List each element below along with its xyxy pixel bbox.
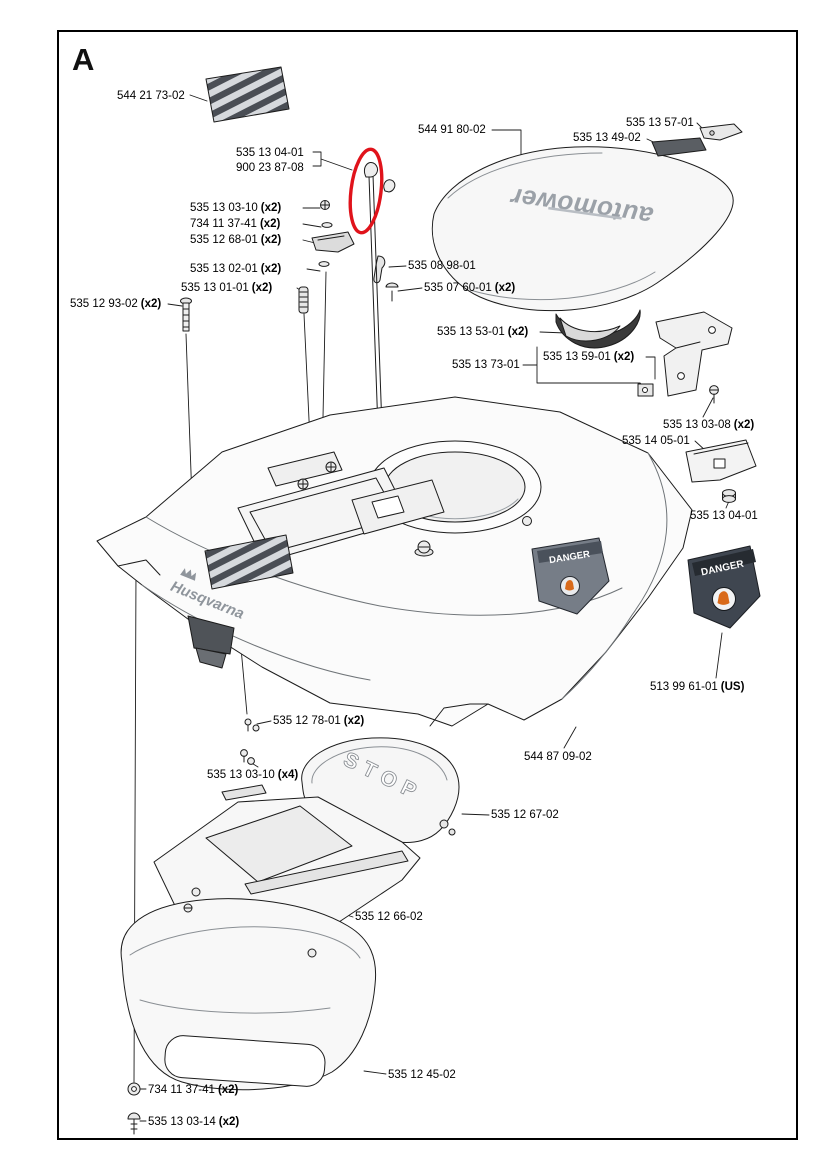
bottom-fasteners bbox=[127, 1082, 141, 1135]
part-label: 535 14 05-01 bbox=[622, 435, 690, 447]
highlight-callout-ellipse bbox=[348, 147, 384, 235]
part-label: 535 13 01-01(x2) bbox=[181, 282, 273, 294]
part-label: 535 12 45-02 bbox=[388, 1069, 456, 1081]
part-label: 535 13 04-01 bbox=[690, 510, 758, 522]
hand-icon bbox=[717, 591, 730, 605]
part-label: 535 12 67-02 bbox=[491, 809, 559, 821]
part-label: 535 13 73-01 bbox=[452, 359, 520, 371]
danger-decal-body: DANGER bbox=[531, 537, 610, 615]
part-label: 513 99 61-01(US) bbox=[650, 681, 745, 693]
striped-sticker-on-body bbox=[204, 534, 294, 590]
section-letter: A bbox=[72, 42, 95, 77]
latch-lever bbox=[699, 123, 743, 141]
part-label: 544 91 80-02 bbox=[418, 124, 486, 136]
part-label: 535 13 59-01(x2) bbox=[543, 351, 635, 363]
part-label: 535 13 03-08(x2) bbox=[663, 419, 755, 431]
part-label: 535 13 49-02 bbox=[573, 132, 641, 144]
part-label: 535 12 78-01(x2) bbox=[273, 715, 365, 727]
part-label: 734 11 37-41(x2) bbox=[148, 1084, 239, 1096]
hood-small-print bbox=[548, 206, 622, 220]
support-strut bbox=[244, 850, 409, 895]
side-bracket bbox=[187, 615, 235, 655]
part-label: 900 23 87-08 bbox=[236, 162, 304, 174]
danger-decal-us: DANGER bbox=[687, 545, 761, 629]
part-label: 535 12 93-02(x2) bbox=[70, 298, 162, 310]
part-label: 535 12 66-02 bbox=[355, 911, 423, 923]
part-label: 734 11 37-41(x2) bbox=[190, 218, 281, 230]
part-label: 535 13 03-10(x4) bbox=[207, 769, 299, 781]
crown-icon bbox=[180, 568, 197, 581]
part-label: 535 13 03-10(x2) bbox=[190, 202, 282, 214]
part-label: 535 13 57-01 bbox=[626, 117, 694, 129]
hinge-strip bbox=[651, 137, 707, 157]
part-label: 544 21 73-02 bbox=[117, 90, 185, 102]
part-label: 535 13 04-01 bbox=[236, 147, 304, 159]
top-cover-hood: automower bbox=[431, 123, 743, 349]
part-label: 535 07 60-01(x2) bbox=[424, 282, 516, 294]
chassis-body: Husqvarna DANGER bbox=[96, 396, 693, 727]
front-bumper bbox=[120, 898, 377, 1091]
part-label: 535 13 02-01(x2) bbox=[190, 263, 282, 275]
part-label: 544 87 09-02 bbox=[524, 751, 592, 763]
rear-bracket-parts bbox=[559, 311, 757, 503]
rod-hook bbox=[363, 162, 379, 178]
hand-icon bbox=[565, 580, 574, 591]
striped-label-sticker bbox=[205, 66, 290, 123]
part-label: 535 12 68-01(x2) bbox=[190, 234, 282, 246]
part-label: 535 13 53-01(x2) bbox=[437, 326, 529, 338]
part-label: 535 13 03-14(x2) bbox=[148, 1116, 240, 1128]
rod-hook-2 bbox=[383, 179, 396, 193]
page-border bbox=[57, 30, 798, 1140]
support-bracket bbox=[655, 311, 733, 397]
curved-seal bbox=[559, 317, 621, 342]
part-label: 535 08 98-01 bbox=[408, 260, 476, 272]
